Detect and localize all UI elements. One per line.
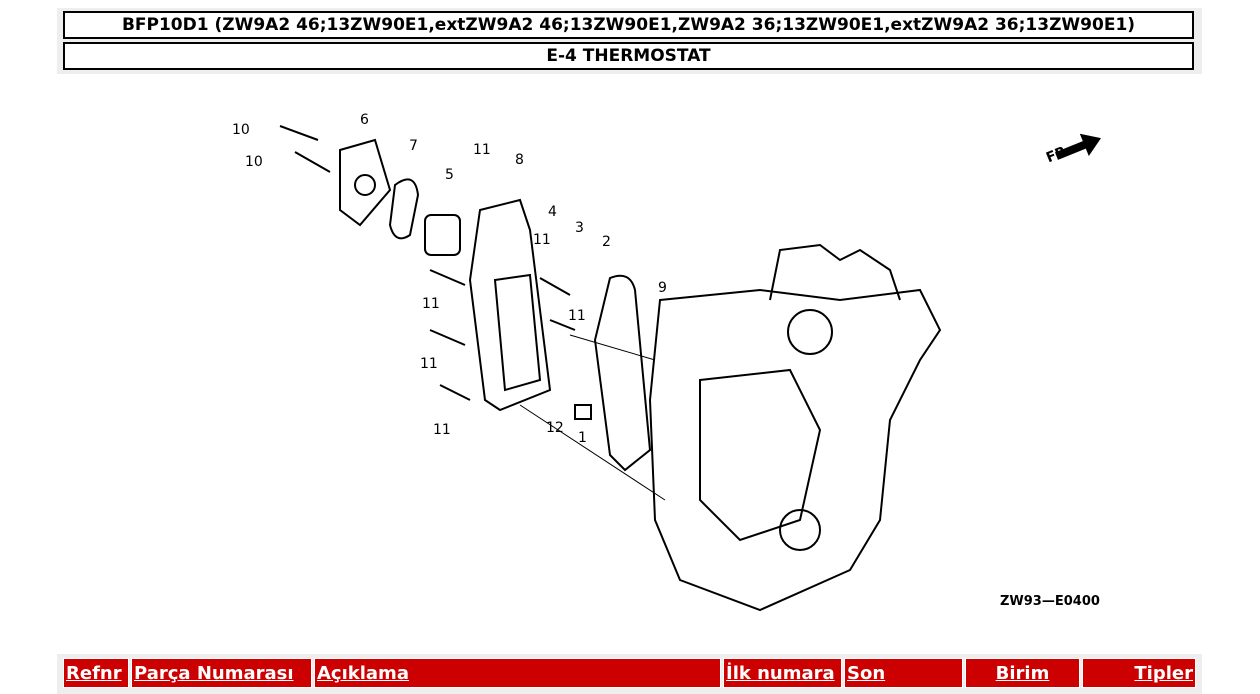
callout-label: 10 bbox=[245, 154, 263, 170]
callout-label: 11 bbox=[422, 296, 440, 312]
col-unit[interactable]: Birim bbox=[965, 658, 1080, 688]
model-title: BFP10D1 (ZW9A2 46;13ZW90E1,extZW9A2 46;1… bbox=[63, 11, 1194, 39]
callout-label: 11 bbox=[433, 422, 451, 438]
callout-label: 10 bbox=[232, 122, 250, 138]
callout-label: 11 bbox=[473, 142, 491, 158]
callout-label: 6 bbox=[360, 112, 369, 128]
callout-label: 8 bbox=[515, 152, 524, 168]
sort-first-number-link[interactable]: İlk numara bbox=[726, 663, 835, 684]
col-types[interactable]: Tipler bbox=[1082, 658, 1196, 688]
callout-label: 1 bbox=[578, 430, 587, 446]
col-part-number[interactable]: Parça Numarası bbox=[131, 658, 312, 688]
callout-label: 2 bbox=[602, 234, 611, 250]
col-first-number[interactable]: İlk numara bbox=[723, 658, 842, 688]
callout-label: 3 bbox=[575, 220, 584, 236]
col-refnr[interactable]: Refnr bbox=[63, 658, 129, 688]
sort-types-link[interactable]: Tipler bbox=[1134, 663, 1193, 684]
exploded-view-drawing bbox=[279, 125, 1102, 612]
sort-refnr-link[interactable]: Refnr bbox=[66, 663, 122, 684]
col-description[interactable]: Açıklama bbox=[314, 658, 721, 688]
callout-label: 11 bbox=[533, 232, 551, 248]
sort-last-number-link[interactable]: Son bbox=[847, 663, 886, 684]
header: BFP10D1 (ZW9A2 46;13ZW90E1,extZW9A2 46;1… bbox=[57, 8, 1202, 74]
sort-part-number-link[interactable]: Parça Numarası bbox=[134, 663, 294, 684]
callout-label: 7 bbox=[409, 138, 418, 154]
callout-label: 12 bbox=[546, 420, 564, 436]
col-last-number[interactable]: Son bbox=[844, 658, 963, 688]
parts-diagram: FR. ZW93—E0400 10 10 6 7 5 11 8 4 11 3 2… bbox=[200, 100, 1120, 630]
diagram-code: ZW93—E0400 bbox=[1000, 594, 1100, 609]
section-title: E-4 THERMOSTAT bbox=[63, 42, 1194, 70]
callout-label: 11 bbox=[568, 308, 586, 324]
callout-label: 9 bbox=[658, 280, 667, 296]
callout-label: 5 bbox=[445, 167, 454, 183]
sort-unit-link[interactable]: Birim bbox=[995, 663, 1050, 684]
sort-description-link[interactable]: Açıklama bbox=[317, 663, 409, 684]
callout-label: 4 bbox=[548, 204, 557, 220]
callout-label: 11 bbox=[420, 356, 438, 372]
parts-table-header: Refnr Parça Numarası Açıklama İlk numara… bbox=[57, 654, 1202, 694]
